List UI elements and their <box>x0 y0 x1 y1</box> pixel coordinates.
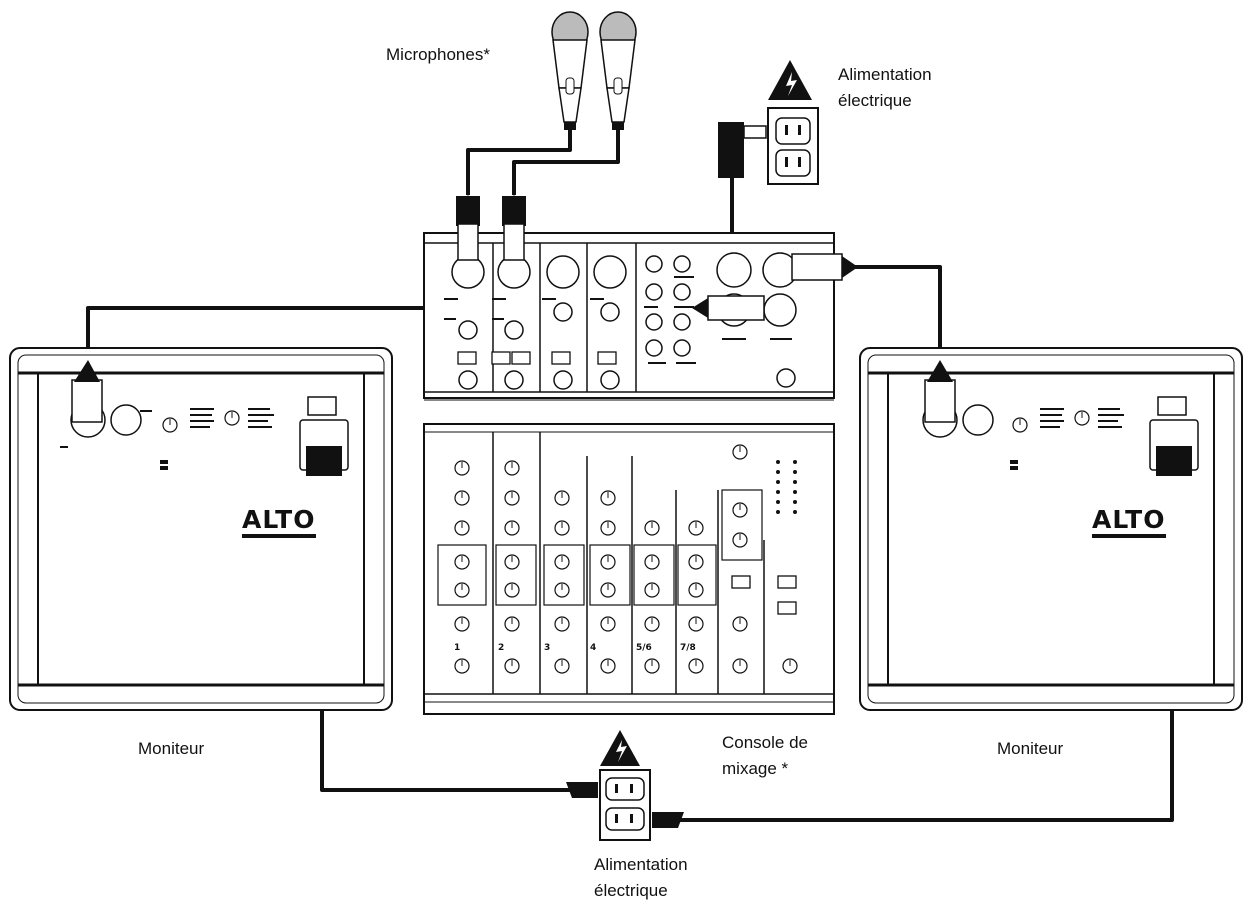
top-wall-outlet <box>767 60 819 185</box>
microphones-label: Microphones* <box>386 45 490 64</box>
microphone-right <box>599 11 637 130</box>
mixing-console: 1 2 3 4 5/6 7/8 <box>423 195 858 715</box>
mic2-cable <box>512 130 620 195</box>
top-power-label-line2: électrique <box>838 91 912 110</box>
channel-number: 2 <box>498 643 504 653</box>
channel-number: 1 <box>454 643 460 653</box>
top-power-label-line1: Alimentation <box>838 65 932 84</box>
right-monitor-brand: ALTO <box>1092 505 1165 534</box>
channel-number: 7/8 <box>680 643 696 653</box>
left-monitor: ALTO <box>9 347 393 711</box>
bottom-power-label-line2: électrique <box>594 881 668 900</box>
microphone-left <box>551 11 589 130</box>
channel-number: 3 <box>544 643 550 653</box>
power-adapter <box>718 122 767 178</box>
channel-number: 5/6 <box>636 643 652 653</box>
channel-number: 4 <box>590 643 596 653</box>
bottom-power-label-line1: Alimentation <box>594 855 688 874</box>
bottom-wall-outlet <box>566 730 684 841</box>
mic1-cable <box>466 130 572 195</box>
channel-numbers: 1 2 3 4 5/6 7/8 <box>454 643 696 653</box>
console-label-line2: mixage * <box>722 759 789 778</box>
left-monitor-brand: ALTO <box>242 505 315 534</box>
main-out-plugs <box>692 253 858 321</box>
mic-plugs <box>456 195 526 261</box>
right-monitor: ALTO <box>859 347 1243 711</box>
right-monitor-xlr-cable <box>850 265 942 360</box>
right-monitor-label: Moniteur <box>997 739 1064 758</box>
console-label-line1: Console de <box>722 733 809 752</box>
left-monitor-label: Moniteur <box>138 739 205 758</box>
